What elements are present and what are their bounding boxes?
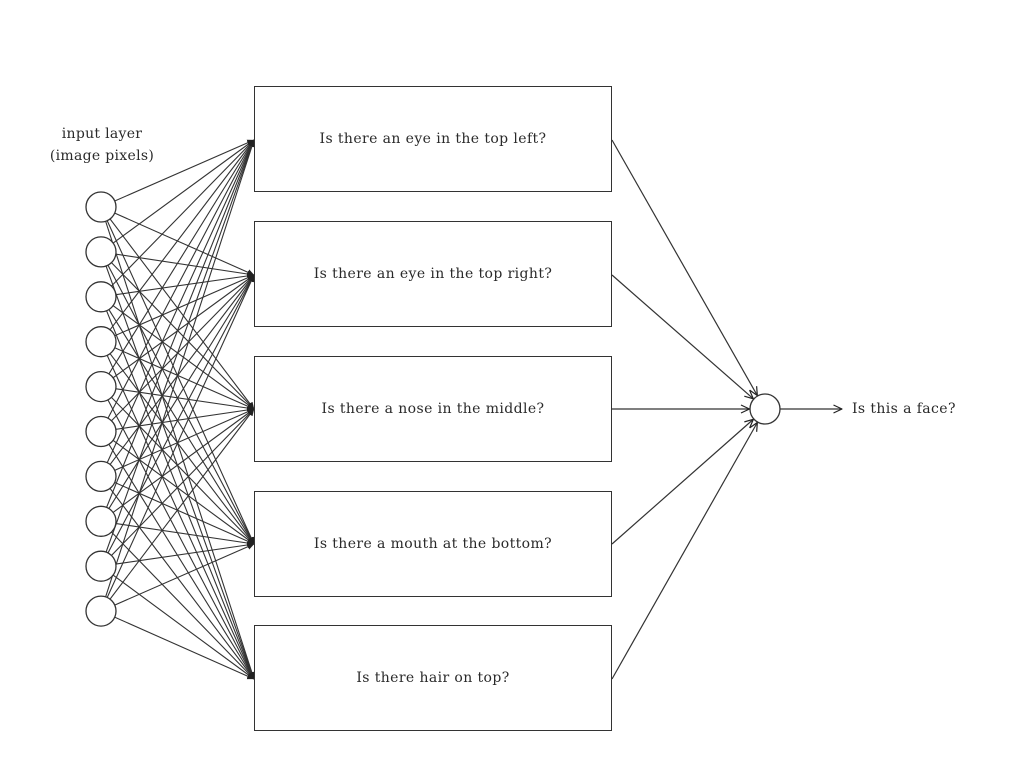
input-neuron [85, 415, 117, 448]
input-edge [100, 520, 255, 680]
question-label: Is there a mouth at the bottom? [313, 536, 553, 552]
input-edge [100, 139, 255, 208]
input-edge [100, 139, 255, 387]
question-label: Is there a nose in the middle? [321, 401, 545, 417]
input-edge [100, 139, 255, 253]
input-neuron [85, 595, 117, 627]
input-layer-neurons [85, 191, 117, 627]
input-layer-subtitle: (image pixels) [49, 148, 155, 164]
output-neuron [749, 393, 781, 425]
input-layer-title: input layer [61, 126, 143, 142]
input-edge [100, 139, 255, 612]
input-edge [100, 408, 255, 522]
input-neuron [85, 460, 117, 493]
question-box-hair-top: Is there hair on top? [254, 625, 612, 731]
input-edge [100, 139, 255, 298]
input-edge [100, 408, 255, 567]
input-to-question-edges [100, 139, 255, 680]
input-edge [100, 139, 255, 432]
input-neuron [85, 550, 117, 582]
input-edge [100, 543, 255, 612]
question-label: Is there an eye in the top right? [313, 266, 553, 282]
input-neuron [85, 281, 117, 313]
question-to-output-edges [611, 139, 757, 680]
input-neuron [85, 191, 117, 223]
question-to-output-edge [611, 139, 757, 396]
input-edge [100, 139, 255, 522]
question-label: Is there hair on top? [356, 670, 510, 686]
question-to-output-edge [611, 419, 753, 545]
question-box-eye-top-left: Is there an eye in the top left? [254, 86, 612, 192]
input-edge [100, 139, 255, 343]
input-edge [100, 520, 255, 547]
question-label: Is there an eye in the top left? [319, 131, 547, 147]
input-edge [100, 610, 255, 680]
input-neuron [85, 370, 117, 403]
question-box-nose-middle: Is there a nose in the middle? [254, 356, 612, 462]
input-neuron [85, 326, 117, 358]
input-edge [100, 274, 255, 522]
input-edge [100, 408, 255, 612]
question-box-eye-top-right: Is there an eye in the top right? [254, 221, 612, 327]
input-edge [100, 274, 255, 612]
input-neuron [85, 236, 117, 268]
input-edge [100, 541, 255, 567]
input-edge [100, 274, 255, 567]
question-box-mouth-bottom: Is there a mouth at the bottom? [254, 491, 612, 597]
output-label: Is this a face? [852, 401, 956, 417]
input-layer-caption: input layer (image pixels) [22, 123, 182, 167]
question-to-output-edge [611, 422, 757, 680]
input-neuron [85, 505, 117, 537]
input-edge [100, 139, 255, 477]
question-to-output-edge [611, 274, 753, 399]
input-edge [100, 565, 255, 680]
input-edge [100, 139, 255, 567]
